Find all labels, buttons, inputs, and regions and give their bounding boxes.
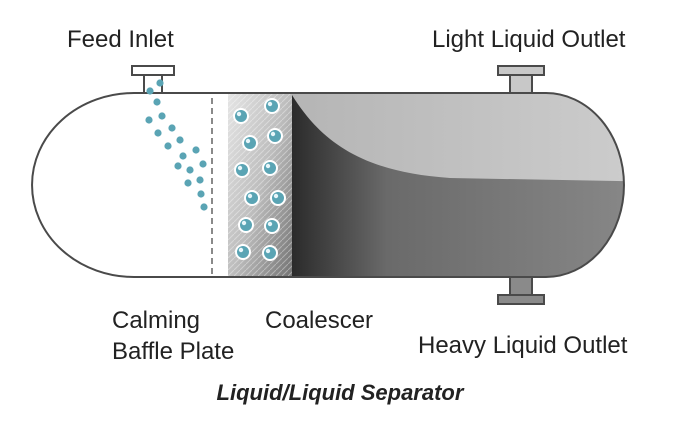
heavy-liquid-layer: [292, 95, 624, 277]
heavy-liquid-outlet-nozzle: [497, 274, 545, 305]
coalescer-droplets: [233, 98, 286, 261]
diagram-caption: Liquid/Liquid Separator: [216, 380, 464, 405]
heavy-liquid-outlet-label: Heavy Liquid Outlet: [418, 332, 628, 359]
feed-inlet-label: Feed Inlet: [67, 26, 174, 53]
baffle-plate-label: Baffle Plate: [112, 338, 235, 365]
light-liquid-outlet-label: Light Liquid Outlet: [432, 26, 626, 53]
light-liquid-outlet-nozzle: [497, 65, 545, 96]
coalescer-label: Coalescer: [265, 307, 374, 334]
vessel-shell: [31, 92, 625, 278]
calming-label: Calming: [112, 307, 201, 334]
feed-droplets: [145, 79, 208, 211]
